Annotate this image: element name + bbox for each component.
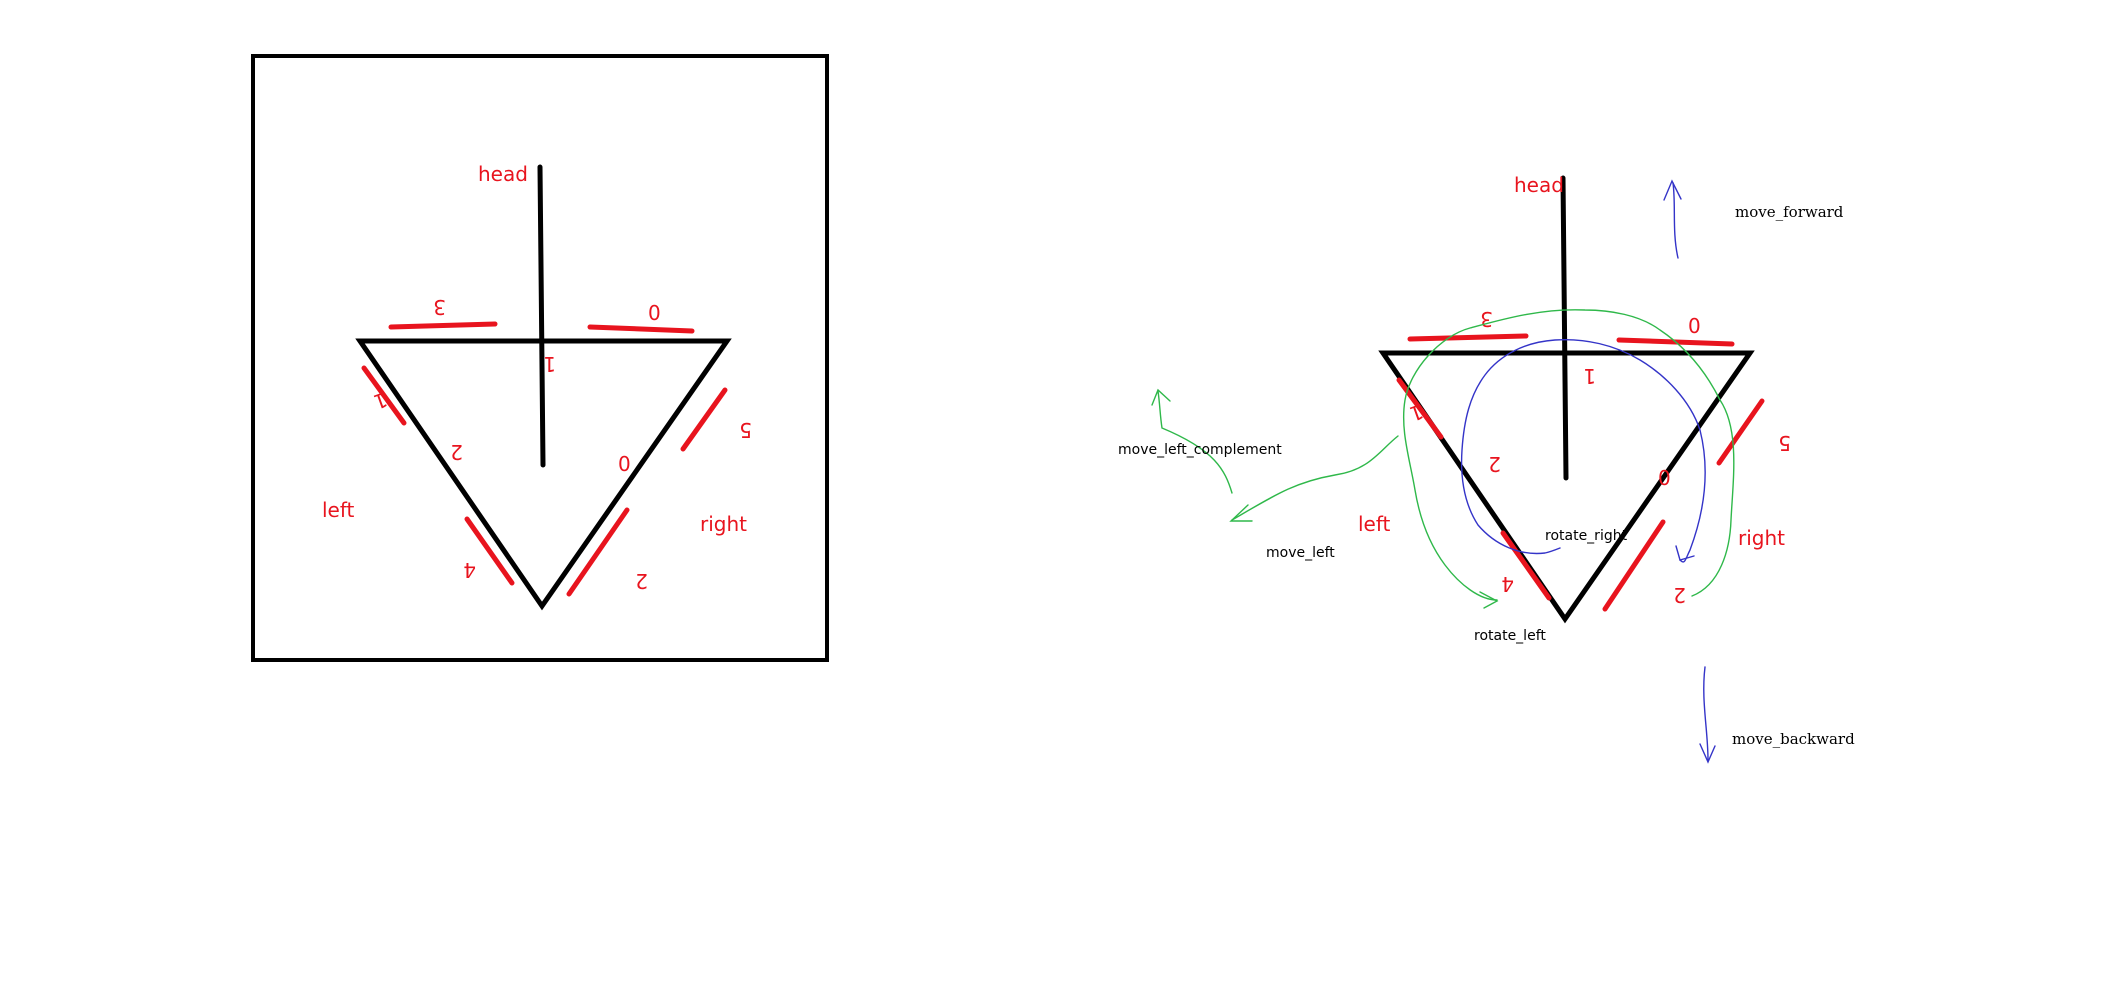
right-marker-1 (1396, 377, 1444, 440)
right-marker-3 (1407, 333, 1529, 342)
move-left-complement-arrow-icon (1151, 388, 1233, 494)
left-marker-0 (587, 324, 695, 334)
left-marker-3 (388, 321, 498, 330)
right-marker-5 (1716, 398, 1765, 466)
move-backward-arrow-icon (1699, 666, 1716, 764)
rotate-right-label: rotate_right (1545, 528, 1628, 544)
right-diagram: head left right 3 0 1 1 2 0 5 4 2 move_f… (1118, 173, 1855, 764)
move-forward-label: move_forward (1735, 203, 1844, 221)
move-backward-label: move_backward (1732, 730, 1855, 748)
left-marker-1 (361, 365, 407, 426)
left-head-line (537, 164, 546, 468)
right-num-top-right: 0 (1688, 314, 1701, 338)
move-left-complement-label: move_left_complement (1118, 442, 1282, 458)
right-head-line (1560, 175, 1569, 481)
move-left-arrow-icon (1229, 435, 1399, 522)
left-num-inner-top: 1 (543, 352, 556, 376)
left-right-label: right (700, 512, 747, 536)
right-num-outer-right-upper: 5 (1778, 431, 1791, 455)
rotate-right-arrow-icon (1460, 338, 1706, 563)
left-marker-2 (566, 507, 630, 597)
left-marker-5 (680, 387, 728, 452)
left-num-top-right: 0 (648, 301, 661, 325)
right-num-inner-left: 2 (1488, 452, 1501, 476)
right-marker-4 (1500, 530, 1552, 601)
right-num-top-left: 3 (1480, 307, 1493, 331)
left-num-inner-right: 0 (618, 452, 631, 476)
rotate-left-label: rotate_left (1474, 628, 1546, 644)
left-marker-4 (464, 516, 515, 586)
right-num-outer-right-lower: 2 (1673, 583, 1686, 607)
left-num-outer-right-lower: 2 (635, 569, 648, 593)
move-left-label: move_left (1266, 545, 1335, 561)
right-num-outer-left-upper: 1 (1406, 399, 1426, 426)
left-num-outer-right-upper: 5 (739, 418, 752, 442)
right-num-inner-right: 0 (1658, 466, 1671, 490)
right-num-outer-left-lower: 4 (1501, 572, 1514, 596)
move-forward-arrow-icon (1663, 179, 1682, 259)
right-right-label: right (1738, 526, 1785, 550)
left-frame (251, 54, 829, 662)
right-marker-2 (1602, 519, 1666, 612)
right-left-label: left (1358, 512, 1391, 536)
left-head-label: head (478, 162, 528, 186)
right-head-label: head (1514, 173, 1564, 197)
left-diagram: head left right 3 0 1 1 2 0 5 4 2 (251, 54, 829, 662)
left-num-inner-left: 2 (450, 440, 463, 464)
left-num-outer-left-upper: 1 (370, 387, 390, 414)
right-num-inner-top: 1 (1583, 364, 1596, 388)
left-num-top-left: 3 (433, 295, 446, 319)
left-left-label: left (322, 498, 355, 522)
left-num-outer-left-lower: 4 (463, 558, 476, 582)
rotate-left-arrow-icon (1402, 309, 1735, 609)
